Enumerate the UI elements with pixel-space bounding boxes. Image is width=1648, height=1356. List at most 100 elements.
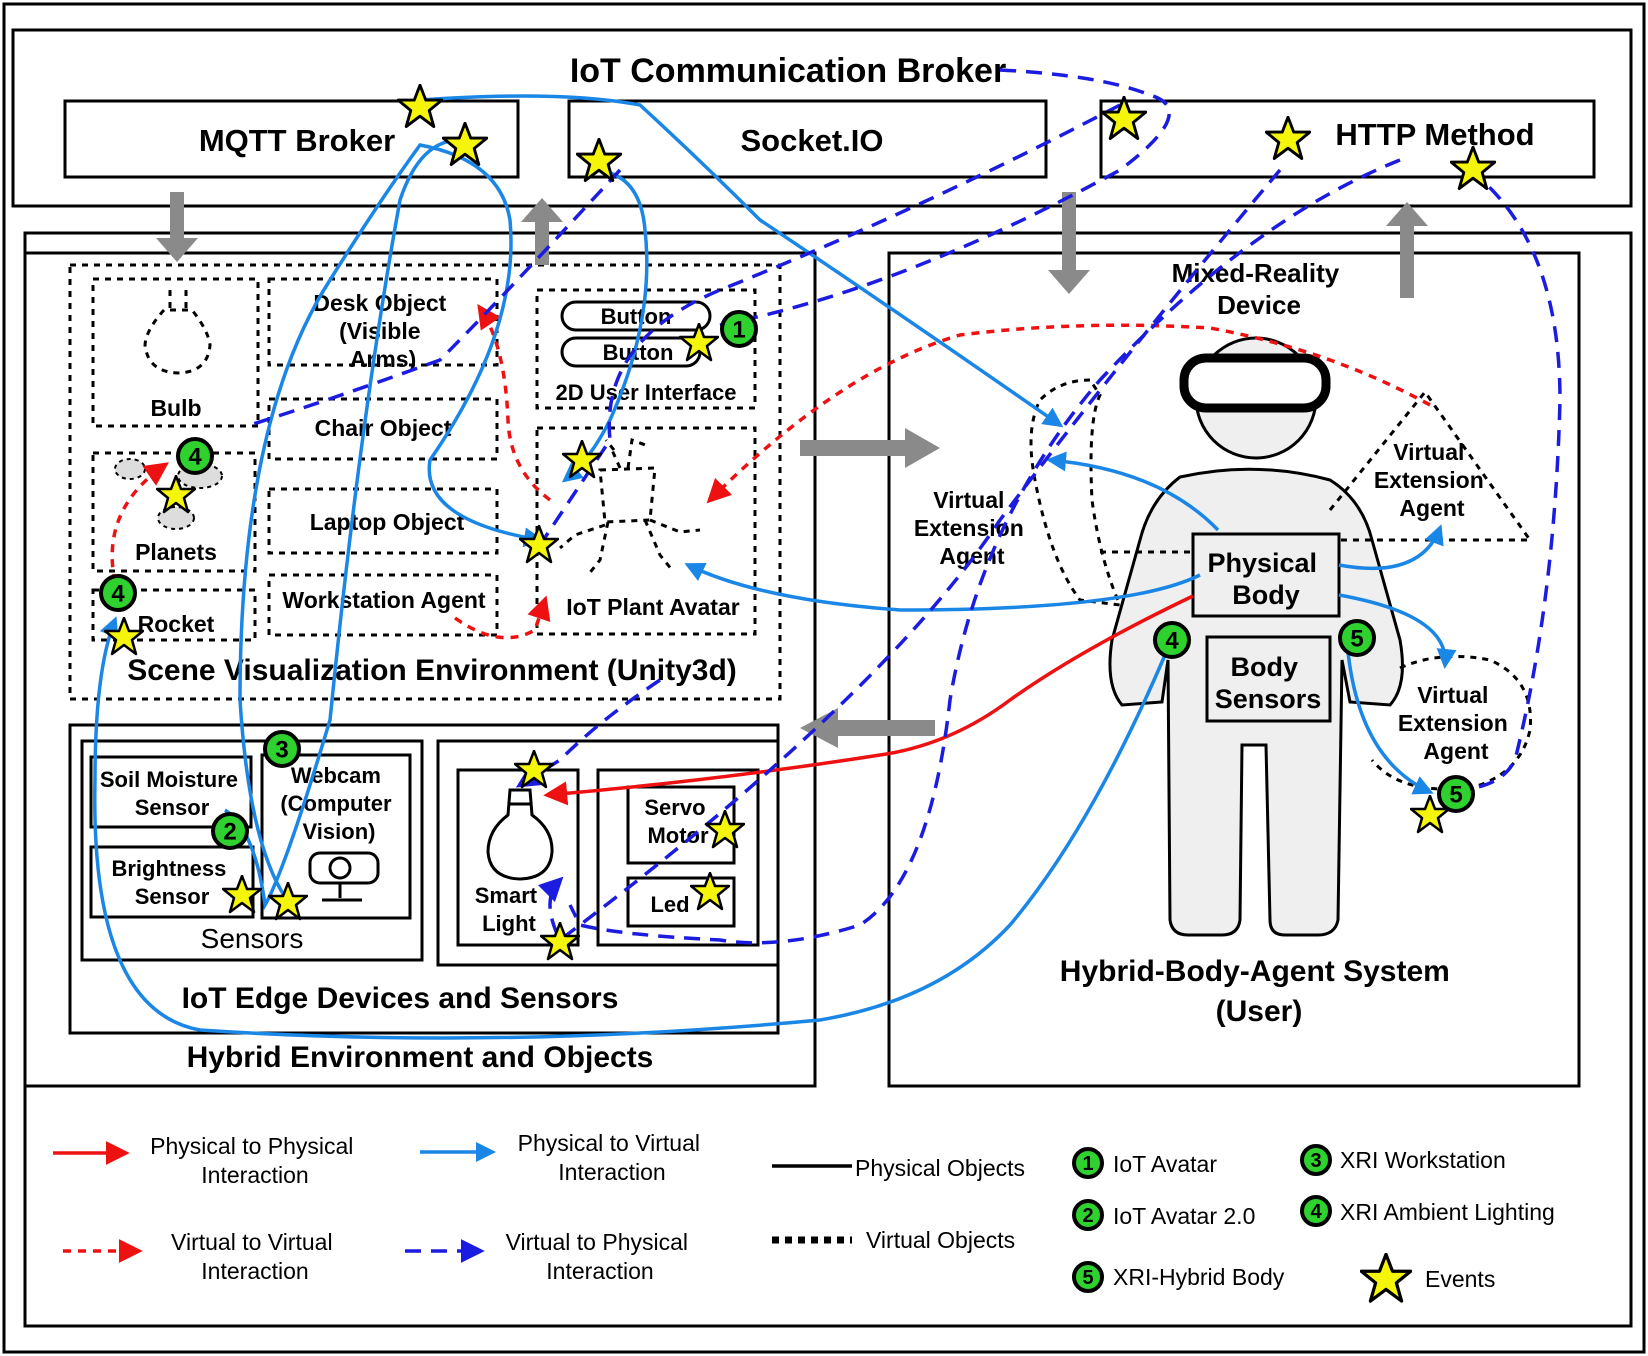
legend-virtual-objects-label: Virtual Objects (866, 1227, 1015, 1253)
event-star-icon (1265, 116, 1311, 160)
left-arrow-icon (800, 708, 935, 748)
v2p-flow (537, 168, 1282, 943)
legend-b1-label: IoT Avatar (1113, 1151, 1217, 1177)
p2v-flow (223, 138, 461, 911)
event-star-icon (519, 525, 559, 564)
legend-p2v-label: Physical to Virtual Interaction (518, 1130, 707, 1185)
event-star-icon (705, 810, 745, 849)
hybrid-environment-title: Hybrid Environment and Objects (187, 1041, 654, 1074)
virtual-extension-agent-bottom (1370, 654, 1532, 791)
svg-text:4: 4 (188, 444, 202, 471)
v2v-flow (453, 595, 551, 640)
rocket-object (91, 588, 257, 642)
p2v-flow (684, 562, 1201, 612)
iot-edge-title: IoT Edge Devices and Sensors (182, 982, 619, 1015)
p2v-flow (93, 616, 1167, 1040)
brightness-sensor (89, 845, 255, 919)
planets-label: Planets (135, 539, 217, 565)
badge-4-xri-ambient: 4 (99, 574, 137, 612)
svg-text:5: 5 (1082, 1267, 1093, 1289)
socketio-label: Socket.IO (741, 123, 884, 158)
scene-visualization-title: Scene Visualization Environment (Unity3d… (127, 654, 737, 687)
v2p-flow (719, 68, 1171, 327)
mqtt-broker-label: MQTT Broker (199, 123, 395, 158)
svg-text:3: 3 (275, 737, 288, 764)
event-star-icon (397, 84, 443, 128)
legend-b3-label: XRI Workstation (1340, 1147, 1506, 1173)
event-star-icon (514, 750, 554, 789)
svg-text:4: 4 (111, 581, 125, 608)
soil-moisture-sensor-label: Soil Moisture Sensor (100, 767, 244, 820)
smart-light-label: Smart Light (475, 883, 543, 936)
body-sensors-label: Body Sensors (1215, 652, 1322, 714)
button-1[interactable] (560, 300, 712, 332)
hybrid-body-agent-title: Hybrid-Body-Agent System (User) (1060, 955, 1458, 1028)
led-label: Led (650, 892, 689, 917)
v2v-flow (110, 462, 169, 583)
badge-2-iot-avatar-2: 2 (211, 812, 249, 850)
mqtt-broker-box: MQTT Broker (63, 99, 520, 179)
button-1-label: Button (601, 304, 672, 329)
socketio-box: Socket.IO (567, 99, 1048, 179)
smart-light-icon (486, 788, 554, 881)
led-device (626, 876, 736, 928)
legend-v2v-label: Virtual to Virtual Interaction (171, 1229, 339, 1284)
broker-frame (11, 28, 1633, 208)
p2v-flow (1338, 593, 1457, 669)
down-arrow-icon (156, 192, 198, 262)
rocket-label: Rocket (138, 611, 215, 637)
v2p-flow (538, 103, 1121, 546)
bulb-icon (143, 290, 212, 375)
bulb-label: Bulb (150, 395, 201, 421)
planets-object (91, 451, 257, 573)
event-star-icon (222, 875, 262, 914)
vea-bottom-label: Virtual Extension Agent (1398, 682, 1514, 764)
svg-text:3: 3 (1310, 1150, 1321, 1172)
http-method-label: HTTP Method (1335, 117, 1534, 152)
svg-text:1: 1 (732, 317, 745, 344)
servo-motor-label: Servo Motor (644, 795, 711, 848)
chair-object-label: Chair Object (315, 415, 452, 441)
p2v-flow (1338, 524, 1444, 571)
legend-b4-label: XRI Ambient Lighting (1340, 1199, 1555, 1225)
p2v-flow (1346, 651, 1434, 795)
event-star-icon (1101, 96, 1147, 140)
p2v-flow (238, 143, 544, 912)
body-sensors-box (1205, 635, 1332, 723)
v2p-flow (1449, 168, 1562, 792)
sensors-group (80, 739, 424, 962)
plant-avatar-icon (559, 437, 701, 576)
webcam-icon (308, 851, 380, 902)
v2v-flow (706, 323, 1431, 504)
badge-1-iot-avatar: 1 (720, 310, 758, 348)
svg-text:2: 2 (1082, 1205, 1093, 1227)
laptop-object (267, 487, 499, 555)
broker-title: IoT Communication Broker (570, 52, 1006, 90)
event-star-icon (1450, 146, 1496, 190)
hybrid-environment-panel (23, 251, 817, 1088)
up-arrow-icon (1386, 202, 1428, 298)
http-method-box: HTTP Method (1099, 99, 1596, 179)
p2v-flow (419, 94, 1064, 428)
workstation-agent-object (267, 573, 499, 637)
legend-physical-objects-label: Physical Objects (855, 1155, 1025, 1181)
down-arrow-icon (1048, 192, 1090, 294)
system-flow-arrows (156, 192, 1428, 748)
actuator-box (596, 768, 760, 947)
svg-text:1: 1 (1082, 1153, 1093, 1175)
webcam-label: Webcam (Computer Vision) (280, 763, 397, 844)
workstation-agent-label: Workstation Agent (282, 587, 486, 613)
legend-p2p-label: Physical to Physical Interaction (150, 1133, 360, 1188)
badge-5-xri-hybrid-body: 5 (1338, 619, 1376, 657)
p2p-flow (543, 594, 1194, 806)
svg-text:5: 5 (1350, 626, 1363, 653)
legend-events-label: Events (1425, 1266, 1495, 1292)
p2v-flow (561, 168, 649, 483)
brightness-sensor-label: Brightness Sensor (111, 856, 232, 909)
right-arrow-icon (800, 428, 940, 468)
legend-event-star-icon (1360, 1253, 1412, 1303)
mixed-reality-headset-icon (1179, 353, 1331, 413)
physical-body-label: Physical Body (1207, 548, 1324, 610)
